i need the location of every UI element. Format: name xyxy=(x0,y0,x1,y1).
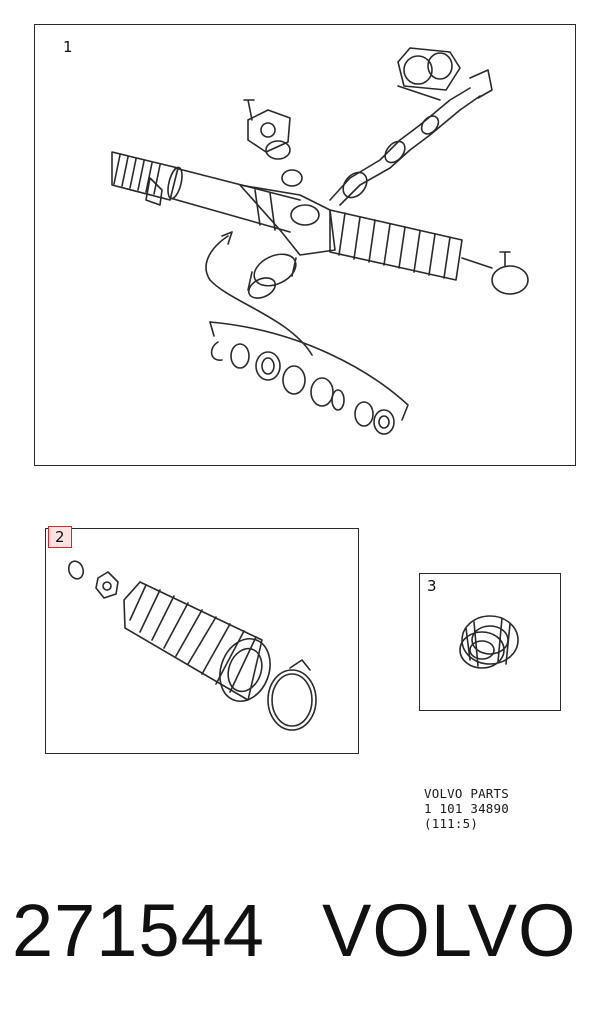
reference-block: VOLVO PARTS 1 101 34890 (111:5) xyxy=(424,786,509,831)
part-number: 271544 xyxy=(12,889,265,972)
panel-3-label: 3 xyxy=(427,577,437,595)
footer-area xyxy=(0,848,603,1018)
panel-3-bearing xyxy=(419,573,561,711)
parts-diagram-sheet: 1 2 3 xyxy=(34,24,576,831)
line-drawings xyxy=(67,47,529,731)
brand-name: VOLVO xyxy=(322,889,577,972)
panel-1-steering-rack xyxy=(34,24,576,466)
bellows-kit-drawing xyxy=(67,560,317,731)
panel-1-label: 1 xyxy=(63,38,73,56)
reference-line-1: VOLVO PARTS xyxy=(424,786,509,801)
reference-line-3: (111:5) xyxy=(424,816,479,831)
bearing-drawing xyxy=(459,615,519,669)
reference-line-2: 1 101 34890 xyxy=(424,801,509,816)
panel-2-label[interactable]: 2 xyxy=(48,526,72,548)
steering-rack-drawing xyxy=(111,47,529,435)
